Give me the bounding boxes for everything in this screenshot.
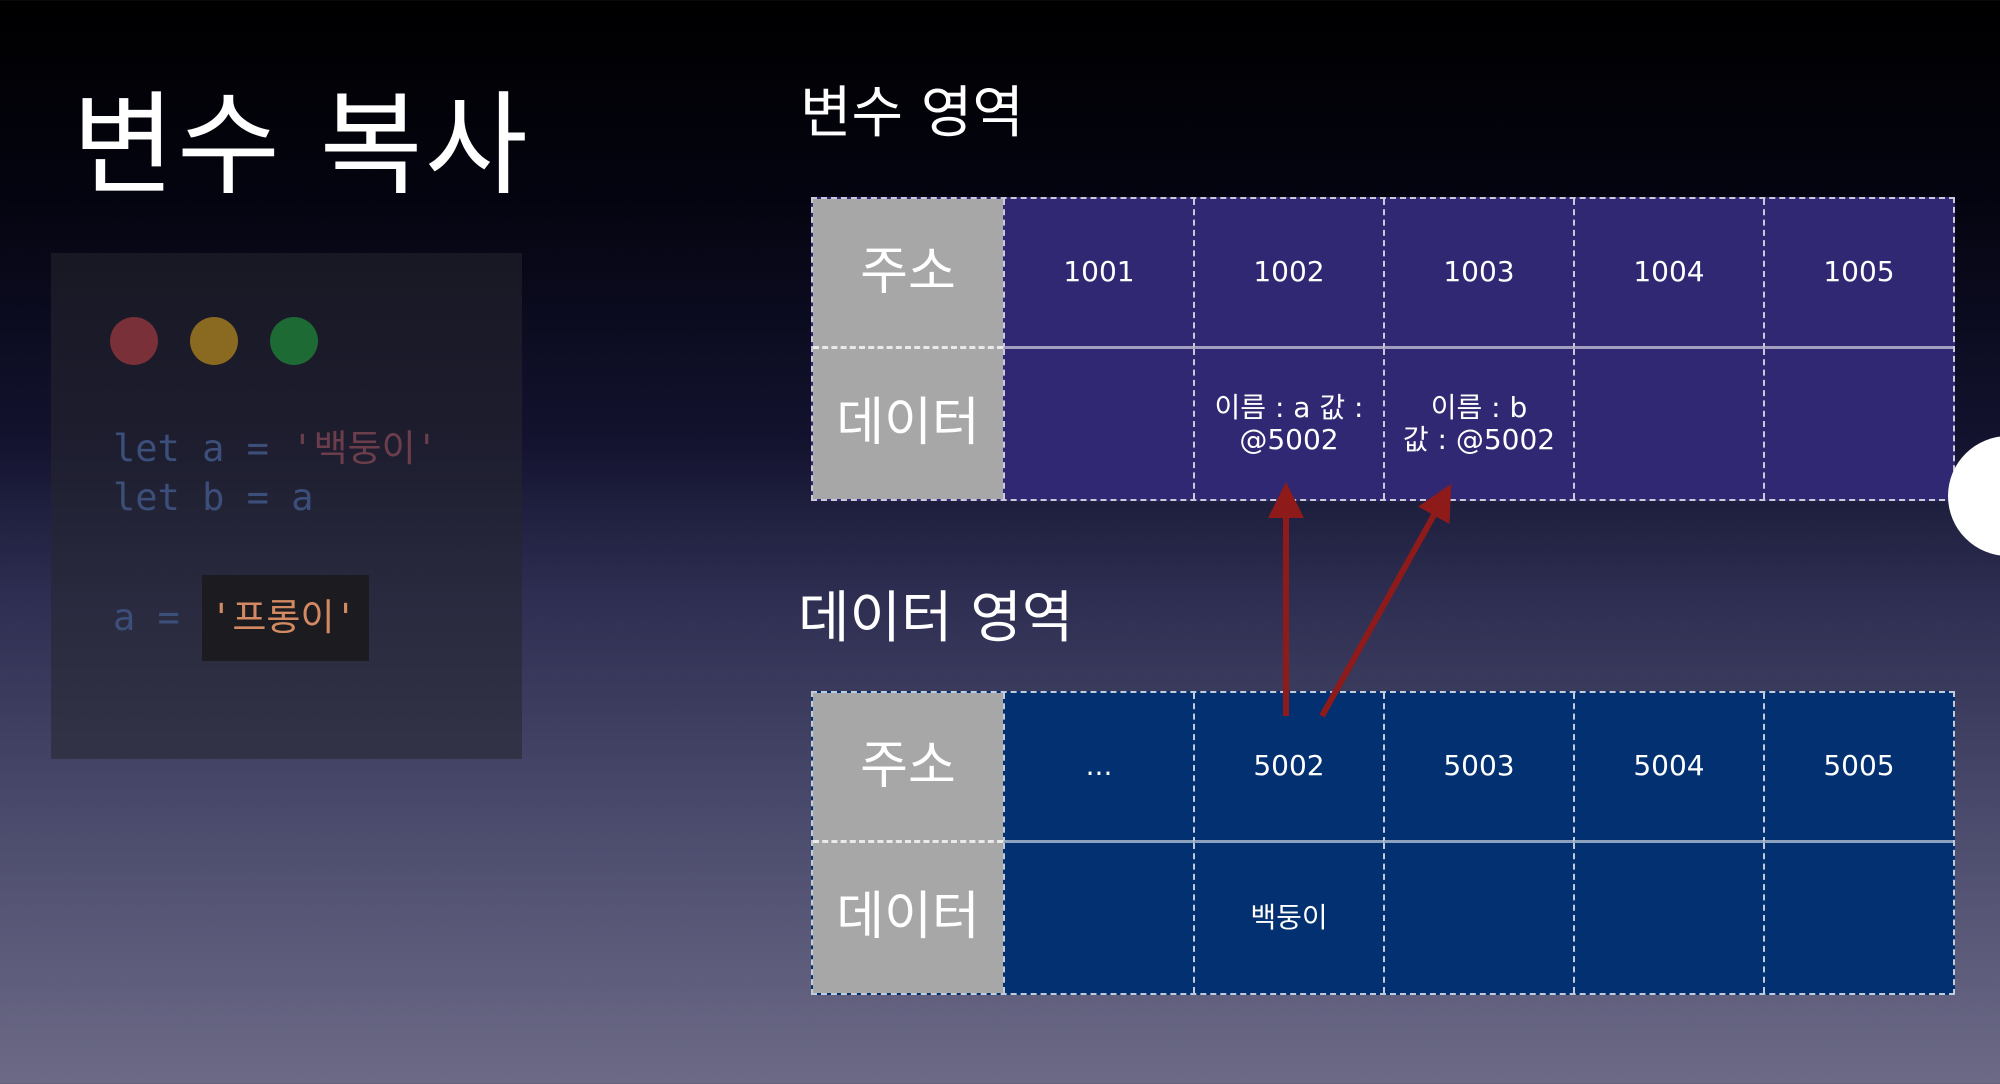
yellow-dot-icon xyxy=(190,317,238,365)
variable-data-cell xyxy=(1003,349,1193,499)
code-keyword: let a = xyxy=(113,427,292,470)
variable-address-cell: 1003 xyxy=(1383,199,1573,349)
data-region-table: 주소 ... 5002 5003 5004 5005 데이터 백둥이 xyxy=(811,691,1955,995)
data-address-cell: 5004 xyxy=(1573,693,1763,843)
variable-region-table: 주소 1001 1002 1003 1004 1005 데이터 이름 : a 값… xyxy=(811,197,1955,501)
code-prefix: a = xyxy=(113,596,203,639)
data-data-header: 데이터 xyxy=(813,843,1003,993)
code-string: '백둥이' xyxy=(291,427,438,470)
variable-address-cell: 1004 xyxy=(1573,199,1763,349)
data-address-cell: 5003 xyxy=(1383,693,1573,843)
next-button[interactable] xyxy=(1948,436,2000,556)
variable-data-cell-a: 이름 : a 값 : @5002 xyxy=(1193,349,1383,499)
data-value-cell xyxy=(1383,843,1573,993)
code-line-2: let b = a xyxy=(113,476,314,519)
arrow-b-to-5002 xyxy=(1319,483,1452,718)
variable-address-cell: 1001 xyxy=(1003,199,1193,349)
data-region-label: 데이터 영역 xyxy=(798,586,1074,651)
data-address-cell: 5005 xyxy=(1763,693,1953,843)
variable-address-cell: 1002 xyxy=(1193,199,1383,349)
variable-data-cell xyxy=(1763,349,1953,499)
data-value-cell xyxy=(1003,843,1193,993)
code-line-3: a = '프롱이' xyxy=(113,575,369,661)
variable-data-cell-b: 이름 : b 값 : @5002 xyxy=(1383,349,1573,499)
slide-title: 변수 복사 xyxy=(72,81,530,211)
data-address-cell: 5002 xyxy=(1193,693,1383,843)
code-line-1: let a = '백둥이' xyxy=(113,418,438,472)
data-value-cell: 백둥이 xyxy=(1193,843,1383,993)
data-value-cell xyxy=(1573,843,1763,993)
variable-data-cell xyxy=(1573,349,1763,499)
data-address-header: 주소 xyxy=(813,693,1003,843)
code-panel: let a = '백둥이' let b = a a = '프롱이' xyxy=(51,253,522,759)
data-address-cell: ... xyxy=(1003,693,1193,843)
variable-data-header: 데이터 xyxy=(813,349,1003,499)
code-highlight: '프롱이' xyxy=(202,575,369,661)
variable-address-header: 주소 xyxy=(813,199,1003,349)
variable-address-cell: 1005 xyxy=(1763,199,1953,349)
red-dot-icon xyxy=(110,317,158,365)
variable-region-label: 변수 영역 xyxy=(800,81,1024,146)
green-dot-icon xyxy=(270,317,318,365)
data-value-cell xyxy=(1763,843,1953,993)
